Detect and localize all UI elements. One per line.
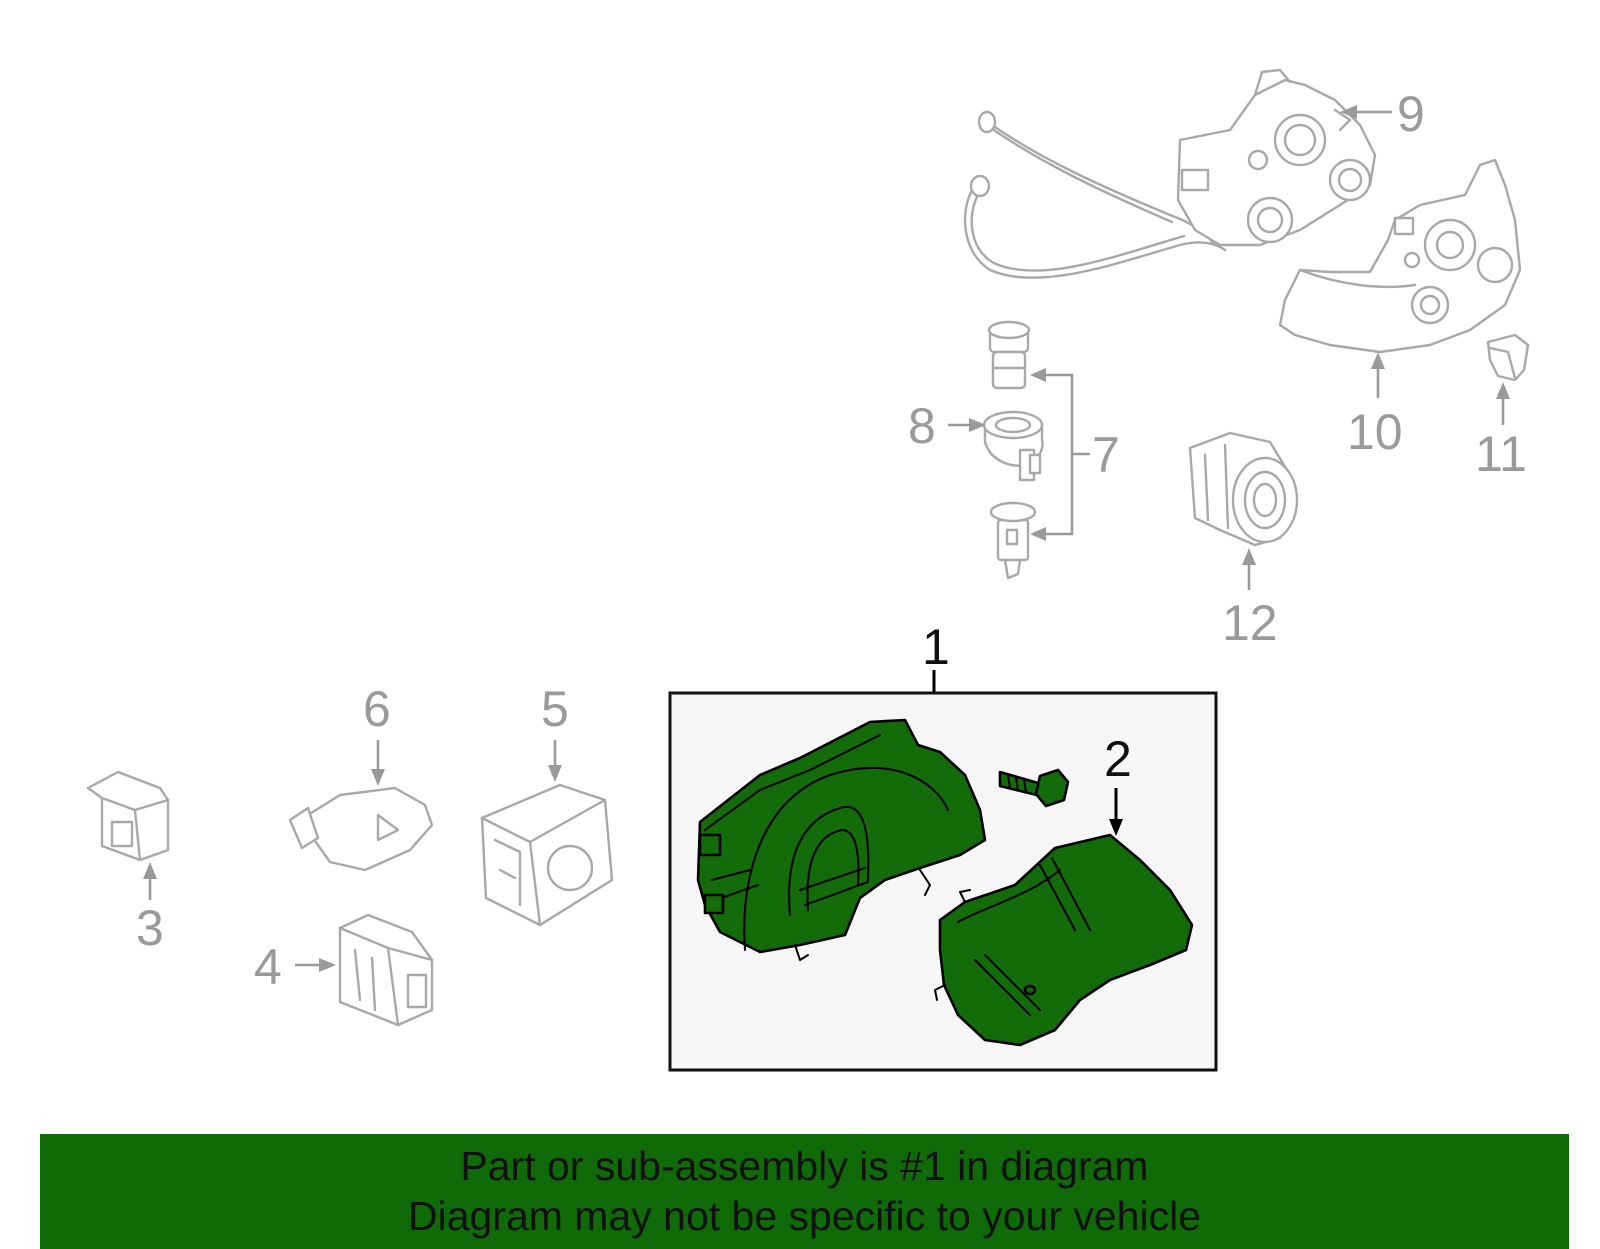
part-9-leader <box>1340 105 1392 119</box>
callout-6: 6 <box>363 681 391 737</box>
part-5-control-module <box>480 783 614 927</box>
part-7-power-outlet-assembly <box>987 320 1037 580</box>
callout-1: 1 <box>922 619 950 675</box>
part-3-switch <box>86 770 170 862</box>
callout-9: 9 <box>1397 86 1425 142</box>
part-10-leader <box>1371 352 1385 398</box>
part-12-socket <box>1188 431 1299 547</box>
part-10-control-bezel <box>1278 158 1522 354</box>
part-4-switch <box>338 913 434 1027</box>
callout-8: 8 <box>908 398 936 454</box>
callout-11: 11 <box>1475 426 1527 482</box>
part-8-outlet-ring <box>982 410 1044 482</box>
callout-10: 10 <box>1347 404 1403 460</box>
callout-3: 3 <box>136 900 164 956</box>
part-5-leader <box>548 740 562 782</box>
part-6-leader <box>371 740 385 786</box>
part-11-knob <box>1486 333 1530 382</box>
part-2-cluster-lens[interactable] <box>934 833 1194 1047</box>
info-banner: Part or sub-assembly is #1 in diagram Di… <box>40 1134 1569 1249</box>
part-4-leader <box>295 958 336 972</box>
callout-7: 7 <box>1092 427 1120 483</box>
part-12-leader <box>1242 548 1256 590</box>
banner-line-2: Diagram may not be specific to your vehi… <box>407 1193 1201 1239</box>
part-7-bracket-leader <box>1030 368 1090 541</box>
part-2-leader <box>1109 788 1123 836</box>
callout-5: 5 <box>541 681 569 737</box>
part-1-instrument-cluster[interactable] <box>696 718 987 961</box>
part-3-leader <box>143 862 157 900</box>
callout-4: 4 <box>254 939 282 995</box>
part-9-climate-control-unit <box>963 68 1377 279</box>
callout-2: 2 <box>1104 731 1132 787</box>
screw <box>998 768 1070 808</box>
banner-line-1: Part or sub-assembly is #1 in diagram <box>460 1143 1149 1189</box>
part-8-leader <box>948 418 986 432</box>
part-11-leader <box>1496 382 1510 425</box>
callout-12: 12 <box>1222 595 1278 651</box>
part-6-hazard-switch <box>288 786 434 872</box>
